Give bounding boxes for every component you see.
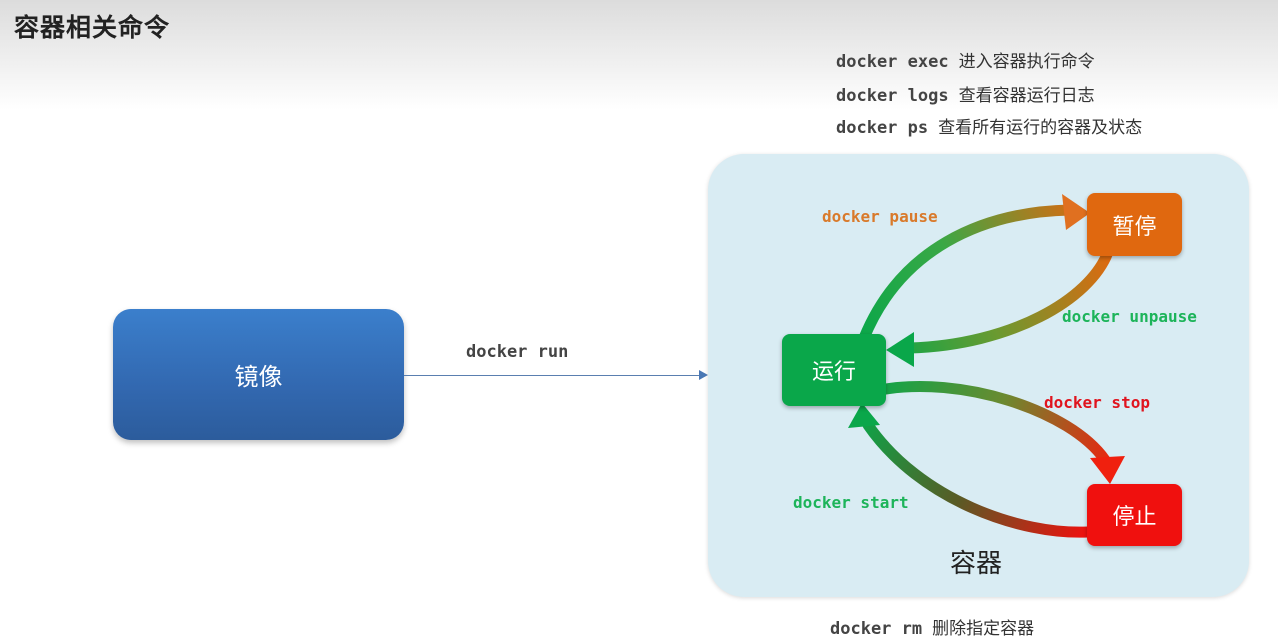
- command-desc: 查看容器运行日志: [958, 86, 1095, 106]
- image-node-label: 镜像: [234, 363, 283, 391]
- command-rm: docker rm 删除指定容器: [830, 614, 1034, 639]
- stop-arrow: [874, 381, 1111, 466]
- start-arrowhead-icon: [848, 403, 880, 428]
- pause-arrow: [858, 204, 1076, 344]
- unpause-arrow: [904, 246, 1114, 354]
- command-desc: 删除指定容器: [932, 619, 1035, 639]
- container-label: 容器: [950, 549, 1003, 579]
- stop-arrowhead-icon: [1090, 456, 1125, 484]
- command-exec: docker exec 进入容器执行命令: [836, 47, 1095, 72]
- command-logs: docker logs 查看容器运行日志: [836, 81, 1095, 106]
- command-code: docker logs: [836, 86, 949, 106]
- state-paused-label: 暂停: [1112, 214, 1157, 240]
- command-desc: 查看所有运行的容器及状态: [938, 118, 1143, 138]
- command-code: docker ps: [836, 118, 929, 138]
- start-label: docker start: [793, 493, 909, 512]
- pause-arrowhead-icon: [1062, 194, 1090, 230]
- start-arrow: [862, 419, 1094, 538]
- image-node: 镜像: [113, 309, 404, 440]
- state-paused: 暂停: [1087, 193, 1182, 256]
- command-code: docker rm: [830, 619, 923, 639]
- stop-label: docker stop: [1044, 393, 1150, 412]
- state-running-label: 运行: [811, 360, 856, 385]
- state-stopped: 停止: [1087, 484, 1182, 546]
- unpause-label: docker unpause: [1062, 307, 1197, 326]
- unpause-arrowhead-icon: [886, 332, 914, 367]
- command-ps: docker ps 查看所有运行的容器及状态: [836, 113, 1142, 138]
- run-edge-arrowhead-icon: [699, 370, 708, 380]
- page-title: 容器相关命令: [14, 13, 171, 42]
- state-running: 运行: [782, 334, 886, 406]
- pause-label: docker pause: [822, 207, 938, 226]
- command-code: docker exec: [836, 52, 949, 72]
- command-desc: 进入容器执行命令: [958, 52, 1095, 72]
- state-stopped-label: 停止: [1112, 505, 1157, 530]
- run-edge-line: [404, 375, 702, 376]
- run-edge-label: docker run: [466, 342, 569, 362]
